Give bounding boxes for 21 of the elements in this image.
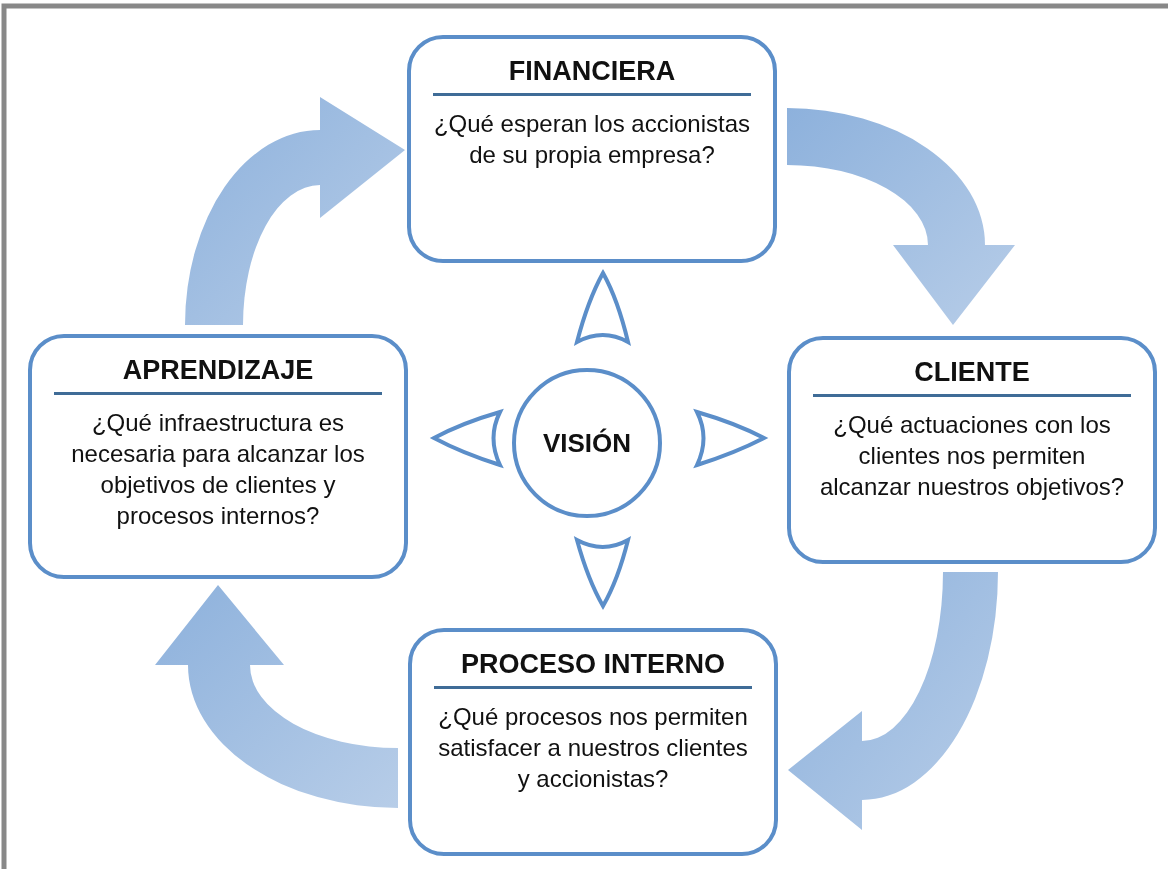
- box-question: ¿Qué procesos nos permiten satisfacer a nuestros clientes y accionistas?: [437, 701, 749, 795]
- curved-arrow: [185, 97, 405, 325]
- box-heading: FINANCIERA: [433, 57, 751, 96]
- pointer-arrow: [575, 538, 630, 608]
- pointer-arrow: [695, 410, 766, 467]
- curved-arrow: [155, 585, 398, 808]
- perspective-box: [787, 336, 1157, 564]
- box-heading: PROCESO INTERNO: [434, 650, 752, 689]
- perspective-box: [28, 334, 408, 579]
- box-heading: APRENDIZAJE: [54, 356, 382, 395]
- perspective-box: [408, 628, 778, 856]
- perspective-box: [407, 35, 777, 263]
- curved-arrow: [788, 572, 998, 830]
- box-heading: CLIENTE: [813, 358, 1131, 397]
- pointer-arrow: [432, 410, 502, 467]
- box-question: ¿Qué infraestructura es necesaria para alcanzar los objetivos de clientes y procesos internos?: [70, 407, 366, 532]
- box-question: ¿Qué esperan los accionistas de su propia empresa?: [432, 108, 752, 170]
- box-question: ¿Qué actuaciones con los clientes nos permiten alcanzar nuestros objetivos?: [818, 409, 1126, 503]
- curved-arrow: [787, 108, 1015, 325]
- box-heading: VISIÓN: [541, 428, 633, 458]
- pointer-arrow: [575, 271, 630, 344]
